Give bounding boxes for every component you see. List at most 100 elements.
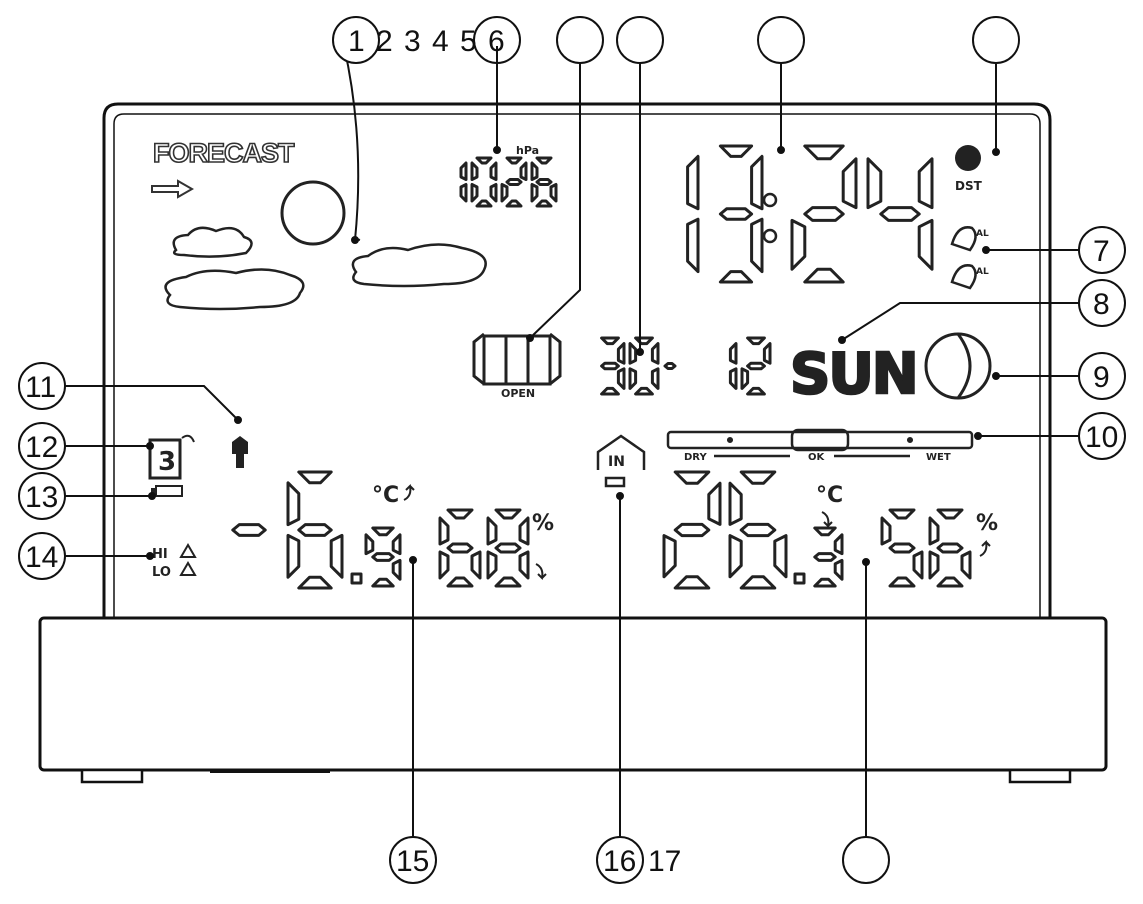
- segment-g: [673, 522, 711, 538]
- svg-text:AL: AL: [976, 267, 989, 277]
- arrow-right-icon: [151, 179, 195, 199]
- segment-g: [746, 361, 766, 371]
- outdoor-temp-unit: °C: [372, 483, 399, 508]
- segment-g: [505, 178, 523, 186]
- cloud-icon: [351, 243, 487, 288]
- segment-f: [628, 342, 638, 365]
- segment-a: [739, 470, 777, 485]
- indoor-humidity-unit: %: [976, 511, 998, 536]
- segment-d: [813, 577, 837, 588]
- lo-label: LO: [152, 565, 171, 580]
- battery-icon: [151, 485, 183, 497]
- segment-f: [866, 157, 883, 210]
- segment-a: [446, 508, 474, 520]
- window-label: OPEN: [501, 387, 535, 400]
- segment-b: [833, 533, 844, 556]
- callout-4: 4: [432, 25, 449, 58]
- callout-9: 9: [1093, 361, 1110, 394]
- segment-a: [813, 526, 837, 537]
- pressure-digit: [459, 161, 468, 203]
- segment-g: [446, 542, 474, 554]
- segment-e: [438, 550, 450, 580]
- alert-icon: [232, 436, 248, 468]
- segment-c: [470, 550, 482, 580]
- segment-g: [371, 552, 395, 562]
- window-icon: [472, 332, 562, 386]
- segment-e: [628, 367, 638, 390]
- segment-a: [936, 508, 964, 520]
- date-digit: [728, 342, 738, 390]
- svg-text:AL: AL: [976, 229, 989, 239]
- segment-d: [673, 575, 711, 590]
- dst-icon: [955, 145, 981, 171]
- pressure-digit: [470, 156, 498, 208]
- segment-g: [297, 523, 333, 537]
- callout-6: 6: [488, 25, 505, 58]
- segment-g: [535, 178, 553, 186]
- device-base: [38, 616, 1108, 784]
- trend-up-icon: [403, 483, 415, 501]
- trend-down-icon: [821, 511, 833, 529]
- warning-icon: [179, 543, 197, 558]
- indoor-display: [662, 470, 972, 590]
- comfort-label-ok: OK: [808, 452, 826, 463]
- segment-c: [912, 550, 924, 580]
- segment-d: [535, 199, 553, 208]
- segment-b: [686, 154, 700, 211]
- date-display: [600, 336, 772, 396]
- outdoor-temp-digit: [286, 470, 344, 590]
- segment-b: [650, 342, 660, 365]
- callout-11: 11: [25, 371, 56, 404]
- outdoor-temp-decimal: [364, 526, 402, 588]
- segment-f: [486, 516, 498, 546]
- segment-b: [489, 161, 498, 181]
- segment-a: [718, 144, 754, 158]
- segment-c: [616, 367, 626, 390]
- date-separator: [663, 362, 677, 370]
- segment-a: [535, 156, 553, 165]
- callout-8: 8: [1093, 288, 1110, 321]
- cloud-icon: [172, 226, 253, 258]
- segment-d: [936, 576, 964, 588]
- segment-g: [494, 542, 522, 554]
- clock-digit: [790, 144, 858, 284]
- segment-b: [519, 161, 528, 181]
- bell-icon: AL: [950, 264, 989, 290]
- forecast-label: FORECAST: [153, 138, 295, 168]
- trend-up-icon: [979, 539, 991, 557]
- segment-b: [459, 161, 468, 181]
- callout-3: 3: [404, 25, 421, 58]
- cloud-icon: [164, 268, 305, 311]
- indoor-humidity-digit: [880, 508, 924, 588]
- indoor-temp-digit: [662, 470, 722, 590]
- segment-c: [549, 183, 558, 203]
- trend-down-icon: [535, 563, 547, 581]
- decimal-point: [350, 572, 363, 585]
- segment-f: [880, 516, 892, 546]
- device-frame: [102, 102, 1052, 620]
- leader-lines: [64, 45, 1080, 838]
- segment-c: [833, 558, 844, 581]
- segment-g: [663, 362, 677, 370]
- segment-a: [600, 336, 620, 346]
- segment-g: [739, 522, 777, 538]
- segment-d: [718, 270, 754, 284]
- segment-a: [297, 470, 333, 485]
- moon-phase-icon: [924, 332, 992, 400]
- segment-a: [888, 508, 916, 520]
- segment-b: [841, 157, 858, 210]
- segment-d: [600, 386, 620, 396]
- segment-d: [746, 386, 766, 396]
- segment-g: [600, 361, 620, 371]
- segment-f: [286, 481, 301, 527]
- segment-b: [917, 157, 934, 210]
- segment-g: [936, 542, 964, 554]
- segment-c: [728, 367, 738, 390]
- segment-e: [286, 533, 301, 579]
- segment-f: [470, 161, 479, 181]
- warning-icon: [179, 561, 197, 576]
- callout-16: 16: [603, 845, 636, 878]
- callout-1: 1: [348, 25, 365, 58]
- dst-label: DST: [955, 179, 983, 193]
